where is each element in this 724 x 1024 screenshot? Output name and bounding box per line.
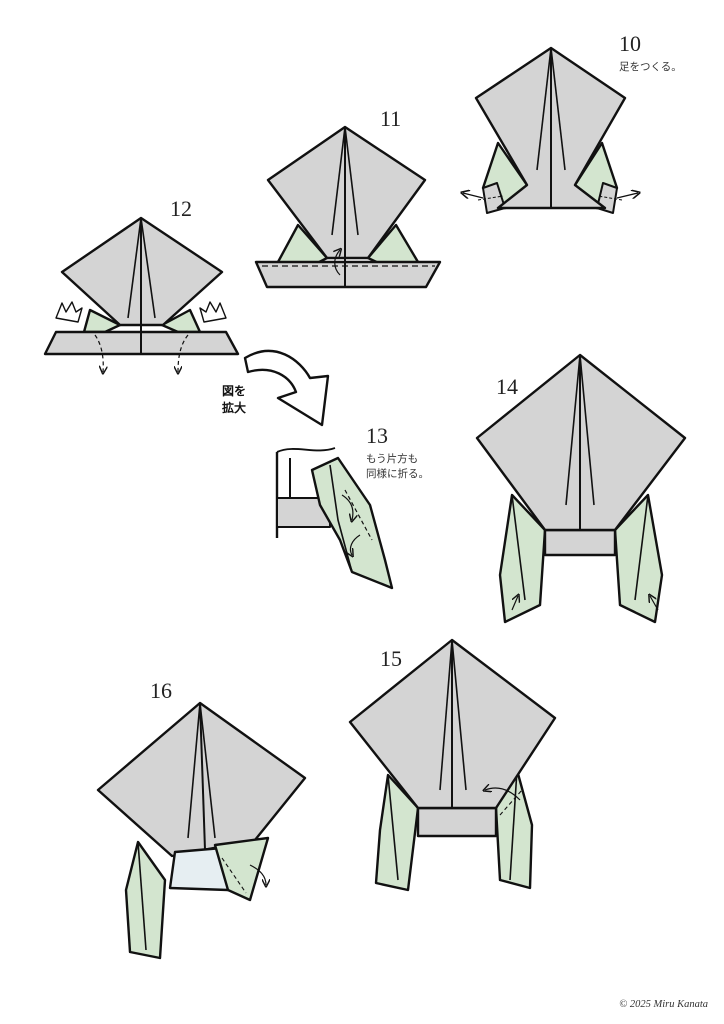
step-13-figure [275,447,394,590]
fold-arrow-icon [350,534,361,555]
fold-arrow-icon [485,788,521,801]
zoom-label-line2: 拡大 [221,400,246,415]
fold-arrow-icon [650,596,659,611]
fold-arrow-icon [94,334,103,372]
fold-arrow-icon [178,334,189,372]
zoom-label-line1: 図を [221,384,246,398]
step-number-15: 15 [380,646,402,671]
step-16-figure [96,701,307,960]
fold-arrow-icon [511,596,518,611]
step-number-10: 10 [619,31,641,56]
step-caption-13-line1: もう片方も [366,453,419,465]
step-number-16: 16 [150,678,172,703]
fold-arrow-icon [249,864,266,885]
step-11-figure [254,125,442,289]
fold-arrow-icon [341,494,353,520]
step-14-figure [475,353,687,624]
step-15-figure [348,638,557,892]
step-caption-13: もう片方も 同様に折る。 [366,452,429,482]
push-in-icon [55,301,83,323]
step-caption-10: 足をつくる。 [619,61,682,73]
step-number-13: 13 [366,423,388,448]
fold-arrow-icon [335,250,340,276]
step-number-12: 12 [170,196,192,221]
fold-arrow-icon [463,193,484,198]
fold-arrow-icon [616,193,638,198]
push-in-icon [199,301,227,323]
copyright: © 2025 Miru Kanata [619,999,708,1010]
step-10-figure [463,46,638,214]
step-caption-13-line2: 同様に折る。 [366,468,429,481]
step-number-14: 14 [496,374,518,399]
step-12-figure [43,216,240,372]
zoom-arrow-icon [243,349,330,427]
step-number-11: 11 [380,106,402,131]
zoom-label: 図を 拡大 [219,383,249,417]
